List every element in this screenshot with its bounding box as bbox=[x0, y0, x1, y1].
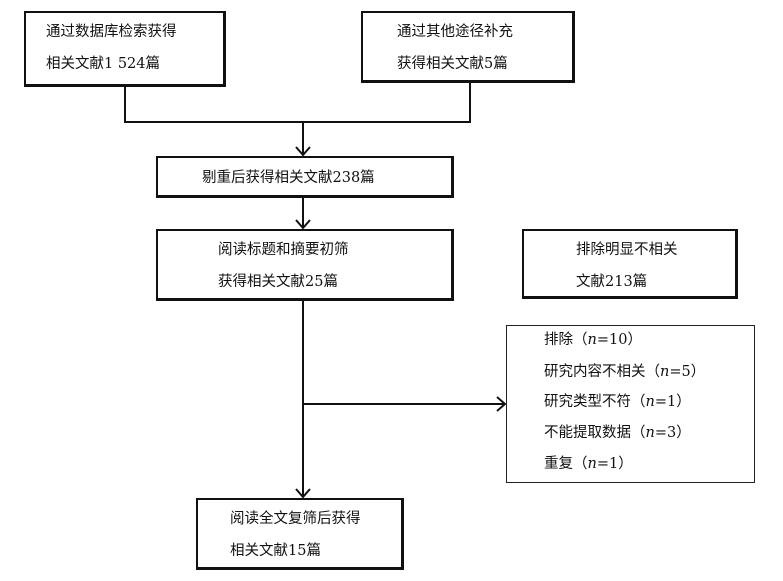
exclusion-reason-data: 不能提取数据（n=3） bbox=[544, 425, 691, 441]
dedup-box: 剔重后获得相关文献238篇 bbox=[156, 156, 454, 198]
arrowhead-to-screen bbox=[295, 219, 311, 230]
screen-line1: 阅读标题和摘要初筛 bbox=[218, 242, 349, 258]
arrowhead-to-excluded bbox=[496, 396, 507, 412]
exclusion-reasons-box: 排除（n=10） 研究内容不相关（n=5） 研究类型不符（n=1） 不能提取数据… bbox=[506, 325, 755, 483]
final-line2: 相关文献15篇 bbox=[230, 543, 321, 559]
database-search-box: 通过数据库检索获得 相关文献1 524篇 bbox=[24, 11, 226, 87]
other-sources-line2: 获得相关文献5篇 bbox=[397, 56, 508, 72]
database-search-line1: 通过数据库检索获得 bbox=[46, 24, 177, 40]
other-sources-box: 通过其他途径补充 获得相关文献5篇 bbox=[361, 11, 575, 83]
excluded-irrelevant-line1: 排除明显不相关 bbox=[576, 242, 678, 258]
exclusion-reason-type: 研究类型不符（n=1） bbox=[544, 394, 691, 410]
dedup-line1: 剔重后获得相关文献238篇 bbox=[202, 170, 375, 186]
excluded-irrelevant-box: 排除明显不相关 文献213篇 bbox=[522, 229, 738, 299]
exclusion-reason-duplicate: 重复（n=1） bbox=[544, 456, 633, 472]
excluded-irrelevant-line2: 文献213篇 bbox=[576, 274, 648, 290]
other-sources-line1: 通过其他途径补充 bbox=[397, 24, 513, 40]
database-search-line2: 相关文献1 524篇 bbox=[46, 56, 161, 72]
exclusion-title: 排除（n=10） bbox=[544, 332, 642, 348]
exclusion-reason-content: 研究内容不相关（n=5） bbox=[544, 364, 706, 380]
title-abstract-screen-box: 阅读标题和摘要初筛 获得相关文献25篇 bbox=[156, 229, 454, 301]
screen-line2: 获得相关文献25篇 bbox=[218, 274, 338, 290]
final-line1: 阅读全文复筛后获得 bbox=[230, 511, 361, 527]
arrowhead-to-final bbox=[295, 488, 311, 499]
final-fulltext-box: 阅读全文复筛后获得 相关文献15篇 bbox=[196, 498, 404, 570]
arrowhead-to-dedup bbox=[295, 146, 311, 157]
